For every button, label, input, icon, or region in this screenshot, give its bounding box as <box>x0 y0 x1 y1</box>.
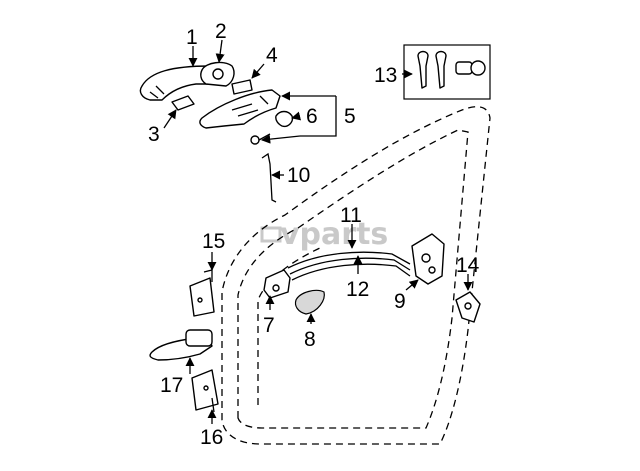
callout-12: 12 <box>346 278 369 301</box>
callout-2: 2 <box>215 20 227 43</box>
handle-frame <box>199 89 281 129</box>
callout-1: 1 <box>186 26 198 49</box>
door-lock-assembly <box>411 233 445 285</box>
callout-5: 5 <box>344 105 356 128</box>
callout-13: 13 <box>374 64 397 87</box>
handle-pad-3 <box>171 95 195 111</box>
door-striker <box>455 291 481 323</box>
lock-rod <box>261 152 277 203</box>
lock-cover <box>200 61 235 87</box>
callout-7: 7 <box>263 314 275 337</box>
callout-16: 16 <box>200 426 223 449</box>
callout-17: 17 <box>160 374 183 397</box>
callout-6: 6 <box>306 105 318 128</box>
watermark-text: vparts <box>280 217 388 252</box>
callout-15: 15 <box>202 230 225 253</box>
callout-labels: 1 2 3 4 5 6 7 8 9 10 11 12 13 14 15 16 1… <box>148 20 480 449</box>
inside-handle-bezel <box>294 289 325 315</box>
inside-handle-bracket <box>263 269 291 299</box>
callout-8: 8 <box>304 328 316 351</box>
callout-4: 4 <box>266 44 278 67</box>
handle-clip-6 <box>275 110 294 128</box>
callout-3: 3 <box>148 123 160 146</box>
callout-10: 10 <box>287 164 310 187</box>
lower-hinge <box>191 369 219 413</box>
key-set <box>403 44 491 100</box>
callout-14: 14 <box>456 254 480 277</box>
upper-hinge <box>189 269 215 317</box>
leader-lines <box>163 39 473 424</box>
watermark: vparts <box>260 217 388 252</box>
door-check <box>149 329 213 361</box>
callout-9: 9 <box>394 290 406 313</box>
lock-cables <box>287 251 411 281</box>
handle-cover-4 <box>231 79 253 95</box>
callout-11: 11 <box>340 204 362 227</box>
